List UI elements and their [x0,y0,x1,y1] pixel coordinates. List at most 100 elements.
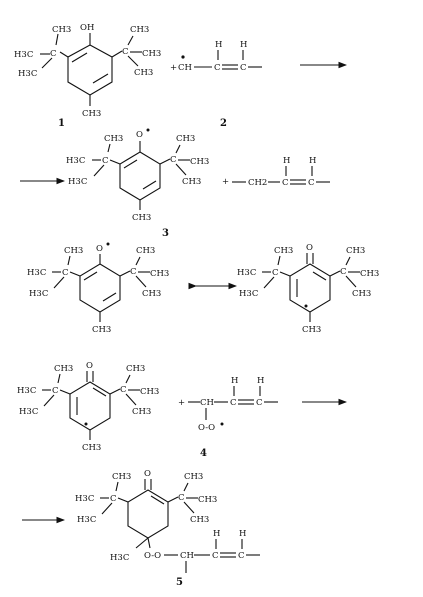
svg-text:C: C [212,551,219,561]
svg-text:C: C [50,49,57,59]
svg-text:C: C [240,63,247,73]
svg-text:O: O [86,361,93,371]
svg-text:C: C [62,268,69,278]
svg-text:CH3: CH3 [126,364,145,374]
compound-2-radical: CH C H C H [178,40,262,73]
svg-text:H: H [309,156,316,166]
compound-3-label: 3 [162,228,169,239]
svg-text:C: C [52,386,59,396]
svg-text:CH3: CH3 [132,213,151,223]
svg-text:H3C: H3C [75,494,94,504]
svg-text:CH3: CH3 [132,407,151,417]
compound-5-peroxide: O C CH3 H3C H3C C CH3 CH3 CH3 H3C O-O CH… [75,469,260,573]
resonance-form-quinone-methide: O C CH3 H3C H3C C CH3 CH3 CH3 CH3 [237,243,379,335]
svg-text:CH3: CH3 [302,325,321,335]
svg-text:CH3: CH3 [198,495,217,505]
svg-text:CH: CH [200,398,214,408]
svg-text:CH3: CH3 [142,49,161,59]
svg-text:C: C [282,178,289,188]
svg-text:CH3: CH3 [190,515,209,525]
svg-text:CH3: CH3 [176,134,195,144]
svg-text:CH3: CH3 [64,246,83,256]
svg-text:CH3: CH3 [52,25,71,35]
svg-text:H: H [283,156,290,166]
svg-text:C: C [178,493,185,503]
compound-1-bht: OH C CH3 H3C H3C C CH3 CH3 CH3 CH3 [14,23,161,119]
svg-text:O: O [306,243,313,253]
svg-text:CH3: CH3 [136,246,155,256]
svg-text:H3C: H3C [77,515,96,525]
compound-5-label: 5 [176,577,183,588]
svg-text:CH3: CH3 [142,289,161,299]
svg-text:H3C: H3C [14,50,33,60]
svg-text:CH3: CH3 [182,177,201,187]
svg-text:C: C [238,551,245,561]
svg-text:H3C: H3C [66,156,85,166]
svg-text:O-O: O-O [198,423,215,433]
svg-text:C: C [102,156,109,166]
svg-text:C: C [230,398,237,408]
compound-4-peroxyl-radical: CH C H C H O-O [188,376,278,433]
svg-text:H3C: H3C [239,289,258,299]
svg-text:O-O: O-O [144,551,161,561]
svg-text:H: H [257,376,264,386]
svg-text:H3C: H3C [110,553,129,563]
svg-text:CH3: CH3 [274,246,293,256]
svg-text:CH2: CH2 [248,178,267,188]
svg-text:H3C: H3C [29,289,48,299]
svg-text:O: O [144,469,151,479]
svg-text:CH: CH [178,63,192,73]
svg-text:C: C [214,63,221,73]
plus-sign: + [170,63,177,73]
compound-3-phenoxy-radical: O C CH3 H3C H3C C CH3 CH3 CH3 CH3 [66,128,209,223]
svg-text:CH3: CH3 [184,472,203,482]
svg-text:C: C [110,494,117,504]
svg-text:C: C [308,178,315,188]
svg-text:H: H [215,40,222,50]
resonance-form-phenoxy: O C CH3 H3C H3C C CH3 CH3 CH3 CH3 [27,242,169,335]
svg-text:CH3: CH3 [82,109,101,119]
compound-2-label: 2 [220,118,227,129]
svg-text:O: O [96,244,103,254]
svg-text:H3C: H3C [19,407,38,417]
svg-text:H: H [239,529,246,539]
svg-text:C: C [272,268,279,278]
svg-text:C: C [256,398,263,408]
svg-text:CH3: CH3 [134,68,153,78]
svg-text:H: H [213,529,220,539]
svg-text:CH3: CH3 [82,443,101,453]
svg-text:H3C: H3C [27,268,46,278]
svg-text:CH3: CH3 [140,387,159,397]
svg-text:CH3: CH3 [360,269,379,279]
svg-text:CH3: CH3 [112,472,131,482]
allyl-fragment: CH2 C H C H [232,156,330,188]
svg-text:H3C: H3C [17,386,36,396]
svg-text:CH3: CH3 [54,364,73,374]
svg-text:CH3: CH3 [92,325,111,335]
svg-text:CH3: CH3 [346,246,365,256]
svg-text:C: C [130,267,137,277]
svg-text:OH: OH [80,23,94,33]
quinone-methide-radical: O C CH3 H3C H3C C CH3 CH3 CH3 CH3 [17,361,159,453]
svg-text:H3C: H3C [237,268,256,278]
compound-1-label: 1 [58,118,65,129]
svg-text:C: C [170,155,177,165]
svg-text:C: C [120,385,127,395]
svg-text:H: H [231,376,238,386]
svg-text:H: H [240,40,247,50]
svg-text:CH: CH [180,551,194,561]
svg-text:CH3: CH3 [352,289,371,299]
svg-text:C: C [122,47,129,57]
svg-text:CH3: CH3 [130,25,149,35]
svg-text:CH3: CH3 [104,134,123,144]
plus-sign: + [178,398,185,408]
svg-text:H3C: H3C [68,177,87,187]
plus-sign: + [222,177,229,187]
compound-4-label: 4 [200,448,207,459]
svg-text:O: O [136,130,143,140]
svg-text:CH3: CH3 [150,269,169,279]
svg-text:CH3: CH3 [190,157,209,167]
svg-text:C: C [340,267,347,277]
svg-text:H3C: H3C [18,69,37,79]
